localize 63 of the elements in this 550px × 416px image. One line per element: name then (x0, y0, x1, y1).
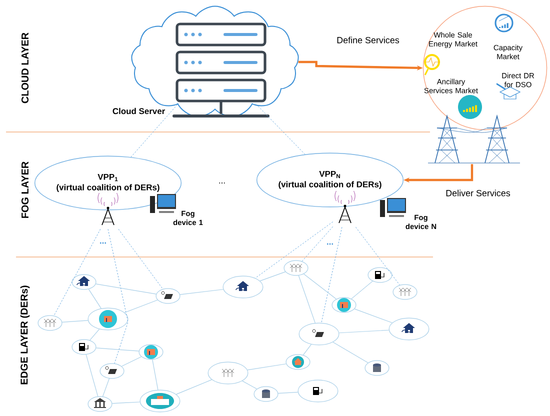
layer-label: CLOUD LAYER (21, 32, 29, 104)
der-node (392, 284, 418, 300)
connector (338, 330, 390, 334)
connector (351, 280, 373, 300)
der-node (140, 390, 180, 412)
connector (96, 348, 140, 352)
connector (247, 364, 286, 370)
antenna-drawing (334, 190, 356, 224)
der-node (88, 308, 128, 330)
connector (298, 275, 316, 324)
connector (152, 359, 158, 390)
connector (108, 228, 128, 364)
der-node (138, 344, 164, 360)
connector (176, 379, 212, 395)
der-node (222, 276, 264, 298)
connector (96, 284, 156, 294)
der-node (88, 396, 112, 412)
der-node (388, 318, 430, 340)
ellipsis: ... (327, 243, 333, 245)
connector (88, 288, 102, 309)
der-node (364, 360, 390, 376)
services-circle (422, 6, 548, 130)
ellipsis: ... (100, 242, 106, 244)
connector (321, 226, 342, 324)
der-node (156, 288, 180, 304)
connector (54, 228, 101, 316)
der-node (254, 386, 278, 402)
transmission-towers-drawing (428, 114, 520, 164)
der-node (298, 322, 340, 346)
der-node (286, 354, 310, 370)
connector (356, 226, 400, 286)
connector (180, 289, 224, 295)
connector (255, 222, 334, 278)
edge-label: Define Services (336, 36, 400, 44)
der-node (208, 362, 248, 384)
edge-label: Deliver Services (444, 188, 512, 198)
connector (112, 402, 140, 404)
der-node (38, 315, 62, 331)
connector (242, 380, 258, 390)
connector (302, 344, 312, 356)
connector (302, 226, 334, 262)
connector (121, 356, 142, 367)
der-node (368, 267, 392, 283)
connector (118, 228, 164, 290)
connector (86, 354, 98, 397)
der-node (298, 380, 338, 402)
connector (260, 272, 286, 282)
der-node (72, 274, 96, 290)
connector (304, 274, 337, 300)
layer-label: EDGE LAYER (DERs) (20, 286, 30, 384)
connector (62, 320, 88, 322)
connector (278, 392, 298, 394)
connector (90, 328, 100, 340)
antenna-drawing (98, 192, 118, 226)
der-node (284, 260, 308, 276)
connector (102, 378, 110, 397)
connector (354, 308, 392, 324)
ellipsis: ... (219, 182, 225, 184)
der-node (332, 297, 356, 313)
connector (332, 342, 368, 364)
connector (124, 300, 158, 313)
der-node (72, 339, 96, 355)
der-node (100, 363, 124, 379)
